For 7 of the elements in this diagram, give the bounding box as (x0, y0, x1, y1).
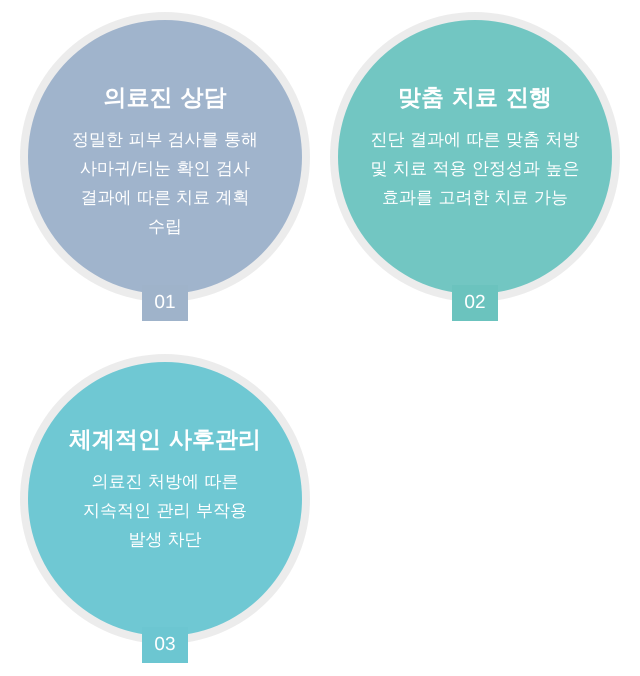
step-title: 의료진 상담 (102, 84, 228, 113)
step-number: 02 (452, 285, 498, 321)
step-description: 의료진 처방에 따른 지속적인 관리 부작용 발생 차단 (82, 471, 248, 552)
step-description: 진단 결과에 따른 맞춤 처방 및 치료 적용 안정성과 높은 효과를 고려한 치료 가능 (370, 129, 580, 210)
step-description: 정밀한 피부 검사를 통해 사마귀/티눈 확인 검사 결과에 따른 치료 계획 수립 (70, 129, 260, 239)
step-title: 체계적인 사후관리 (68, 426, 262, 455)
step-title: 맞춤 치료 진행 (396, 84, 553, 113)
